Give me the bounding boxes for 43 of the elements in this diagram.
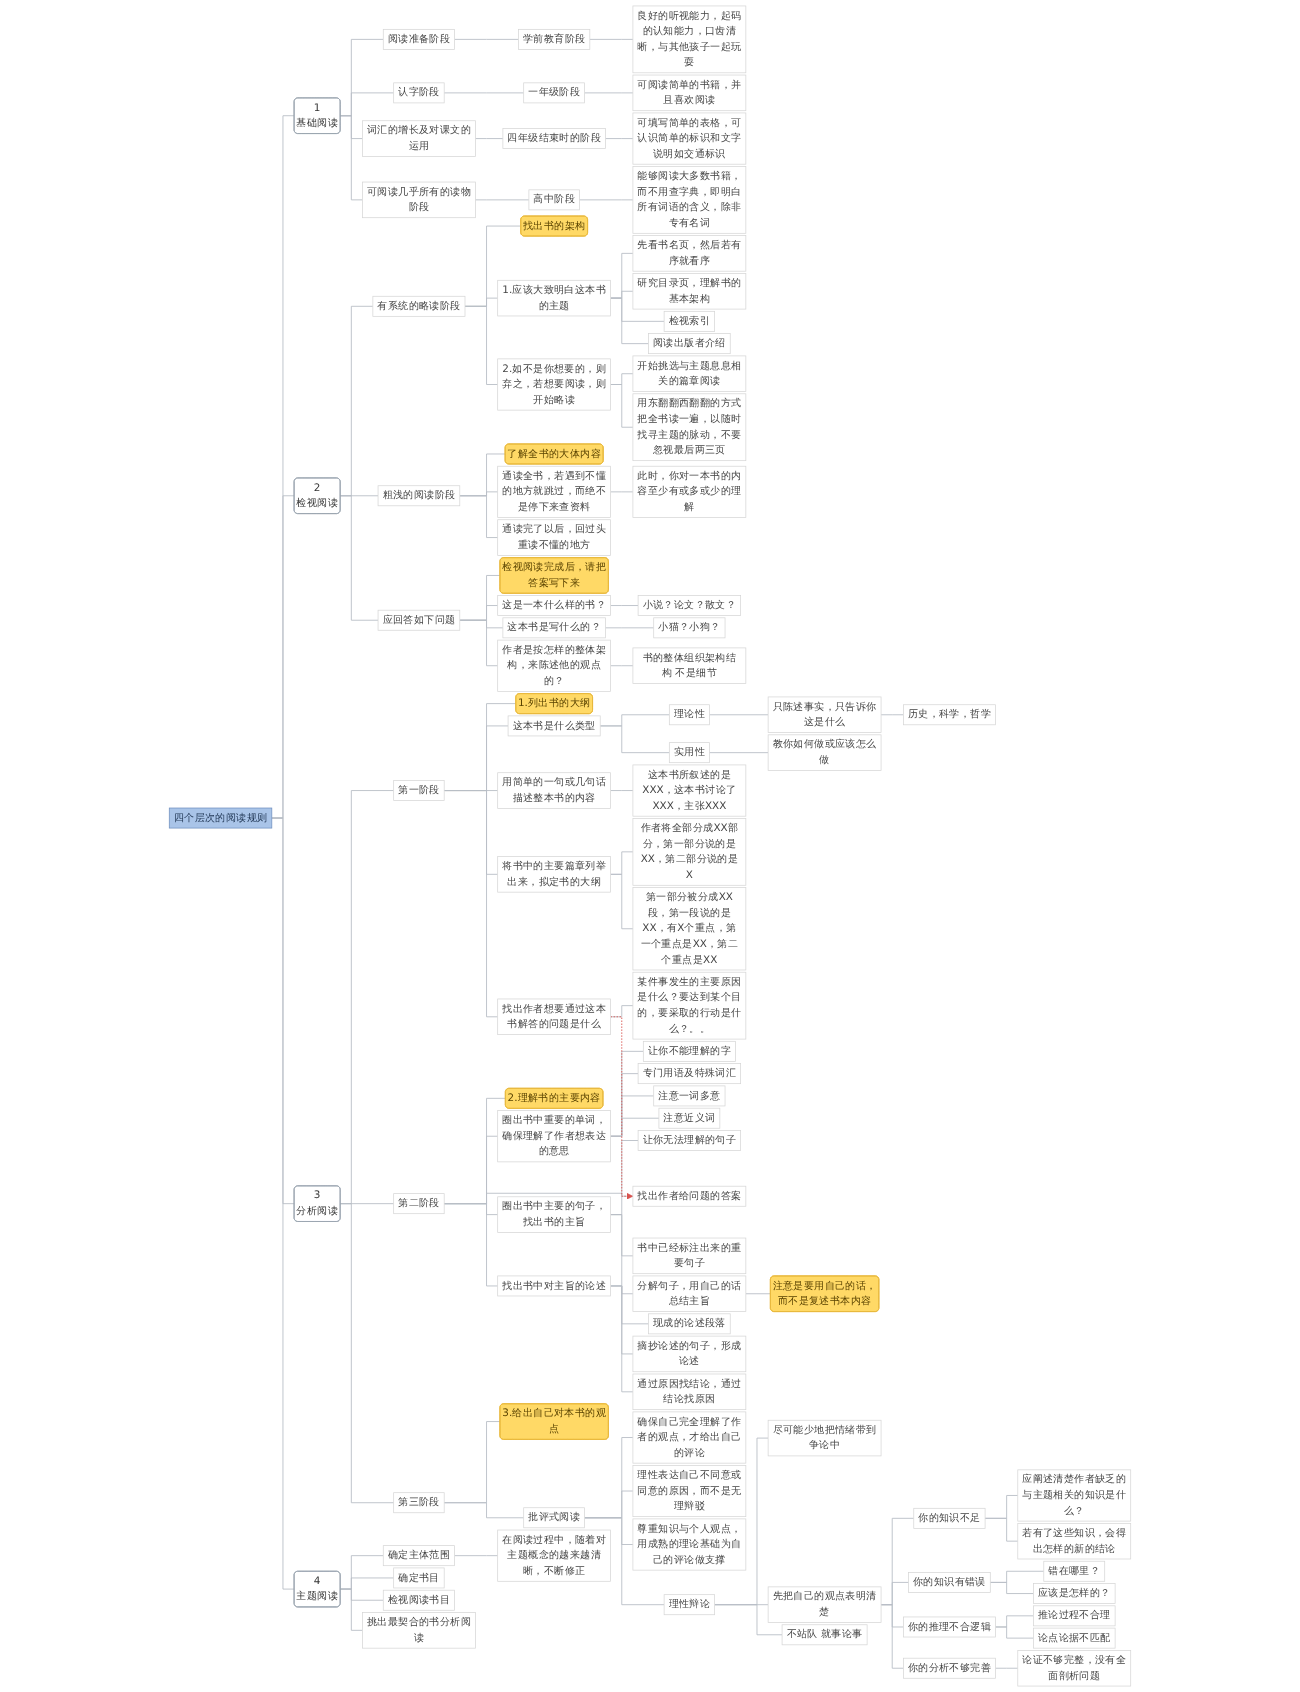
connector — [454, 38, 519, 40]
connector — [474, 199, 530, 201]
connector — [880, 714, 904, 716]
connector — [339, 1203, 395, 1504]
connector — [995, 1626, 1034, 1639]
connector — [880, 1604, 904, 1669]
connector — [610, 1214, 634, 1295]
connector — [604, 138, 634, 139]
connector — [610, 1117, 660, 1137]
connector — [610, 384, 634, 428]
connector — [464, 305, 499, 385]
connector — [709, 752, 769, 754]
connector — [339, 495, 379, 621]
connector — [443, 1502, 525, 1519]
connector — [995, 1667, 1019, 1669]
connector — [339, 115, 363, 201]
connector — [459, 495, 499, 538]
connector — [714, 1604, 783, 1636]
connector — [443, 790, 499, 1018]
connector — [474, 138, 504, 139]
connector — [610, 1005, 634, 1018]
connector — [745, 1293, 771, 1295]
connector — [984, 1517, 1019, 1542]
connector — [610, 873, 634, 930]
connector — [989, 1581, 1034, 1594]
connector — [454, 1555, 499, 1557]
connector — [610, 790, 634, 791]
connector — [610, 1285, 634, 1393]
connector — [578, 199, 634, 201]
connector — [584, 1517, 665, 1606]
connector — [459, 619, 499, 667]
connector — [610, 665, 634, 667]
connector — [604, 627, 655, 629]
connector — [599, 725, 670, 754]
connector — [443, 92, 525, 94]
connector — [584, 92, 634, 94]
connector — [610, 605, 639, 606]
connector — [339, 1588, 363, 1631]
connector — [709, 714, 769, 716]
connector — [589, 38, 634, 40]
connector — [610, 297, 649, 345]
connector — [271, 817, 295, 1590]
connector — [610, 491, 634, 493]
